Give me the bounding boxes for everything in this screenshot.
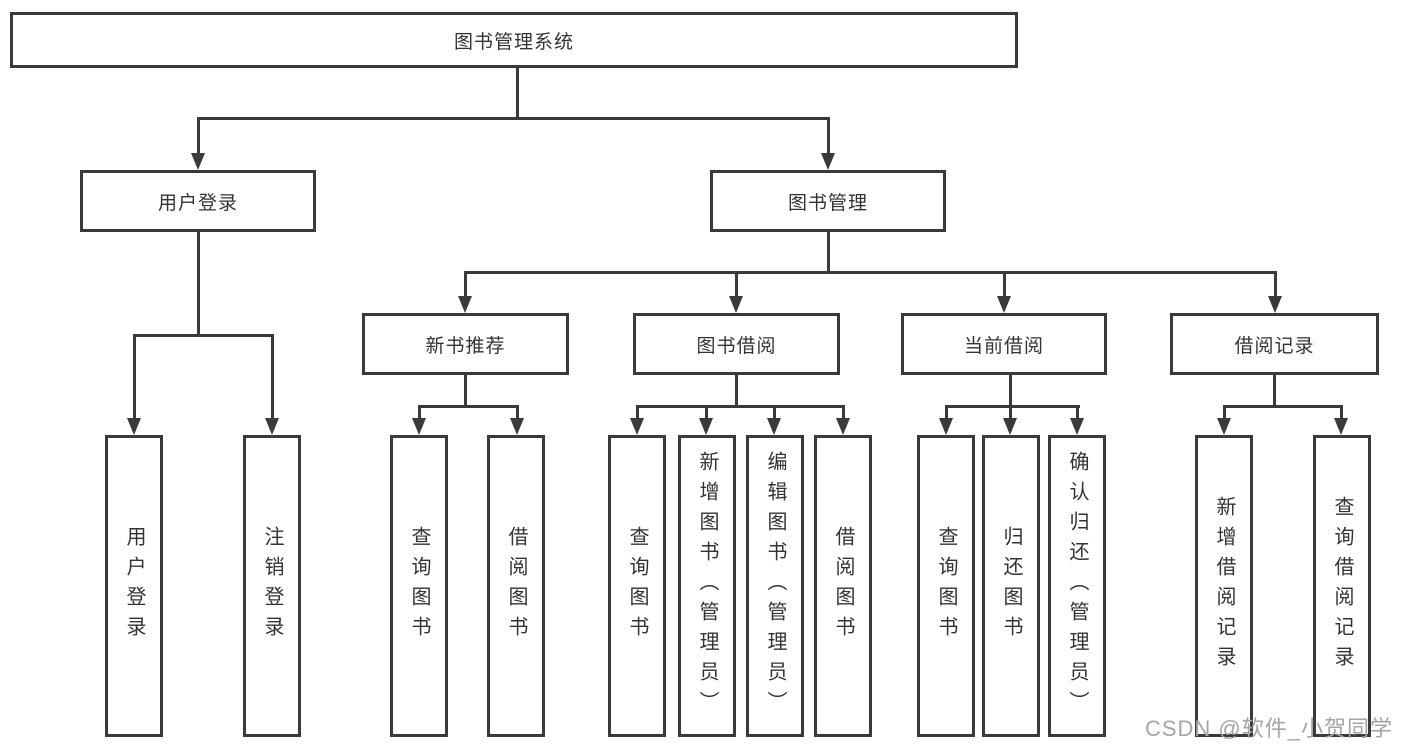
arrowhead-down-icon — [1003, 418, 1017, 435]
connector-line — [1223, 405, 1226, 419]
leaf-query-books-1: 查询图书 — [390, 435, 448, 737]
connector-line — [1009, 405, 1012, 419]
connector-line — [636, 405, 845, 408]
leaf-label: 确认归还（管理员） — [1066, 451, 1088, 721]
connector-line — [418, 405, 421, 419]
node-label: 借阅记录 — [1234, 335, 1315, 357]
node-new-book-recommend: 新书推荐 — [362, 313, 569, 375]
connector-line — [773, 405, 776, 419]
leaf-label: 查询图书 — [626, 526, 648, 646]
node-user-login: 用户登录 — [80, 170, 316, 232]
connector-line — [271, 334, 274, 419]
leaf-add-books-admin: 新增图书（管理员） — [678, 435, 736, 737]
node-current-borrowing: 当前借阅 — [901, 313, 1107, 375]
leaf-query-books-2: 查询图书 — [608, 435, 666, 737]
leaf-label: 归还图书 — [1000, 526, 1022, 646]
node-label: 图书管理系统 — [453, 31, 574, 53]
node-borrowing-records: 借阅记录 — [1170, 313, 1379, 375]
connector-line — [945, 405, 948, 419]
arrowhead-down-icon — [127, 418, 141, 435]
connector-line — [1274, 271, 1277, 297]
connector-line — [197, 232, 200, 337]
arrowhead-down-icon — [767, 418, 781, 435]
connector-line — [197, 117, 200, 154]
connector-line — [1076, 405, 1079, 419]
node-library-management-system: 图书管理系统 — [10, 12, 1018, 68]
node-label: 当前借阅 — [963, 335, 1044, 357]
arrowhead-down-icon — [821, 153, 835, 170]
leaf-label: 编辑图书（管理员） — [764, 451, 786, 721]
connector-line — [1340, 405, 1343, 419]
arrowhead-down-icon — [699, 418, 713, 435]
arrowhead-down-icon — [1070, 418, 1084, 435]
node-label: 新书推荐 — [425, 335, 506, 357]
connector-line — [464, 271, 467, 297]
connector-line — [133, 334, 136, 419]
connector-line — [1223, 405, 1343, 408]
leaf-confirm-return-admin: 确认归还（管理员） — [1048, 435, 1106, 737]
node-book-borrowing: 图书借阅 — [633, 313, 840, 375]
connector-line — [945, 405, 1080, 408]
connector-line — [636, 405, 639, 419]
connector-line — [1273, 375, 1276, 408]
connector-line — [827, 117, 830, 154]
arrowhead-down-icon — [412, 418, 426, 435]
arrowhead-down-icon — [510, 418, 524, 435]
leaf-label: 借阅图书 — [505, 526, 527, 646]
leaf-label: 借阅图书 — [832, 526, 854, 646]
leaf-borrow-books-1: 借阅图书 — [487, 435, 545, 737]
csdn-watermark: CSDN @软件_小贺同学 — [1144, 716, 1393, 741]
leaf-label: 新增图书（管理员） — [696, 451, 718, 721]
leaf-add-borrow-record: 新增借阅记录 — [1195, 435, 1253, 737]
arrowhead-down-icon — [836, 418, 850, 435]
connector-line — [1003, 271, 1006, 297]
arrowhead-down-icon — [191, 153, 205, 170]
leaf-query-borrow-record: 查询借阅记录 — [1313, 435, 1371, 737]
connector-line — [842, 405, 845, 419]
leaf-return-books: 归还图书 — [982, 435, 1040, 737]
connector-line — [197, 117, 830, 120]
leaf-label: 注销登录 — [261, 526, 283, 646]
node-label: 图书借阅 — [696, 335, 777, 357]
connector-line — [516, 405, 519, 419]
connector-line — [516, 68, 519, 120]
connector-line — [464, 271, 1277, 274]
leaf-label: 查询借阅记录 — [1331, 496, 1353, 676]
connector-line — [705, 405, 708, 419]
node-book-management: 图书管理 — [710, 170, 946, 232]
connector-line — [735, 271, 738, 297]
connector-line — [735, 375, 738, 408]
arrowhead-down-icon — [939, 418, 953, 435]
arrowhead-down-icon — [265, 418, 279, 435]
leaf-logout: 注销登录 — [243, 435, 301, 737]
connector-line — [1009, 375, 1012, 408]
arrowhead-down-icon — [1334, 418, 1348, 435]
node-label: 图书管理 — [787, 192, 868, 214]
connector-line — [418, 405, 519, 408]
leaf-query-books-3: 查询图书 — [917, 435, 975, 737]
node-label: 用户登录 — [157, 192, 238, 214]
arrowhead-down-icon — [1268, 296, 1282, 313]
leaf-label: 查询图书 — [935, 526, 957, 646]
arrowhead-down-icon — [1217, 418, 1231, 435]
connector-line — [464, 375, 467, 408]
leaf-edit-books-admin: 编辑图书（管理员） — [746, 435, 804, 737]
arrowhead-down-icon — [997, 296, 1011, 313]
leaf-label: 新增借阅记录 — [1213, 496, 1235, 676]
leaf-label: 查询图书 — [408, 526, 430, 646]
arrowhead-down-icon — [630, 418, 644, 435]
connector-line — [827, 232, 830, 274]
connector-line — [133, 334, 274, 337]
leaf-borrow-books-2: 借阅图书 — [814, 435, 872, 737]
arrowhead-down-icon — [729, 296, 743, 313]
leaf-label: 用户登录 — [123, 526, 145, 646]
leaf-user-login: 用户登录 — [105, 435, 163, 737]
arrowhead-down-icon — [458, 296, 472, 313]
